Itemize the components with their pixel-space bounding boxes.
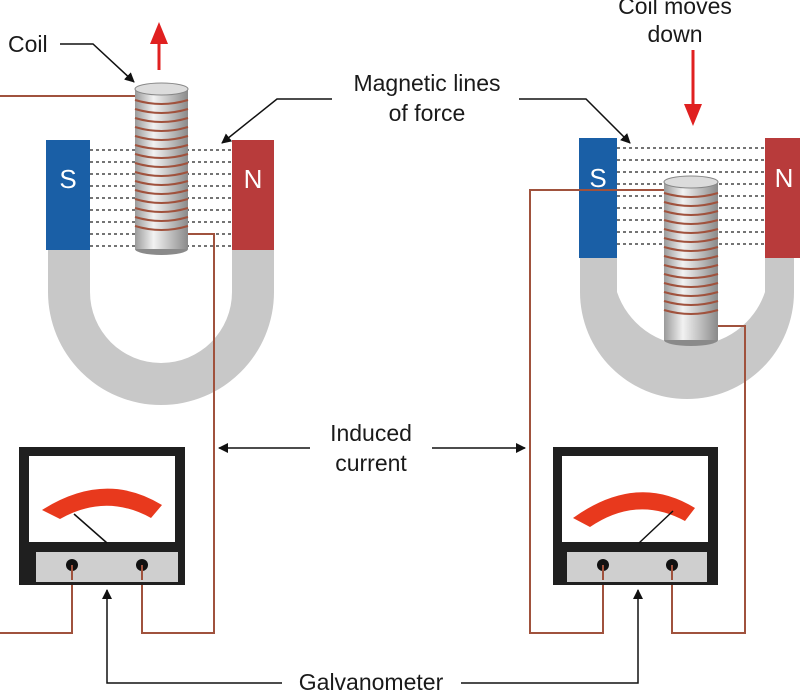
induced-current-label-line1: Induced	[330, 420, 412, 446]
left-motion-arrow-up	[150, 22, 168, 70]
left-south-pole	[46, 140, 90, 250]
coil-label: Coil	[8, 31, 48, 57]
right-galvanometer-scale	[573, 492, 695, 527]
right-wires	[529, 189, 746, 634]
magnetic-lines-pointer-right	[519, 98, 631, 144]
right-south-label: S	[589, 163, 606, 193]
coil-pointer	[60, 43, 135, 83]
magnetic-lines-label-line2: of force	[389, 100, 466, 126]
right-motion-arrow-down	[684, 50, 702, 126]
right-north-pole	[765, 138, 800, 258]
right-galvanometer-needle	[638, 510, 674, 544]
right-galvanometer	[553, 447, 718, 585]
left-magnet: S N	[46, 140, 274, 405]
left-coil	[134, 82, 189, 255]
right-coil	[663, 175, 719, 346]
right-north-label: N	[775, 163, 794, 193]
left-galvanometer-scale	[42, 488, 162, 519]
left-galvanometer-needle	[73, 513, 108, 544]
galvanometer-label: Galvanometer	[299, 669, 444, 693]
left-north-pole	[232, 140, 274, 250]
left-north-label: N	[244, 164, 263, 194]
left-south-label: S	[59, 164, 76, 194]
galvanometer-pointer-left	[102, 589, 282, 684]
galvanometer-pointer-right	[461, 589, 643, 684]
right-south-pole	[579, 138, 617, 258]
left-galvanometer	[19, 447, 185, 585]
right-magnet: S N	[579, 138, 800, 399]
magnetic-lines-label-line1: Magnetic lines	[353, 70, 500, 96]
magnetic-lines-pointer-left	[221, 98, 332, 144]
coil-moves-label-line1: Coil moves	[618, 0, 732, 19]
coil-moves-label-line2: down	[648, 21, 703, 47]
induced-current-label-line2: current	[335, 450, 407, 476]
left-wires	[0, 95, 215, 634]
